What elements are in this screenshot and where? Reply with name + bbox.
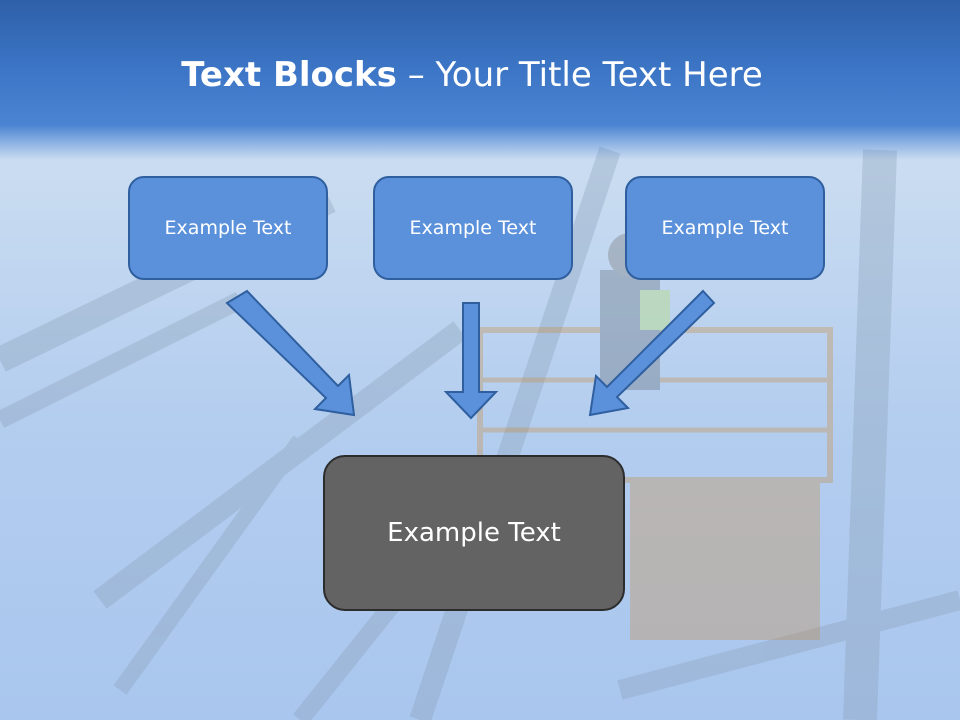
title-bold: Text Blocks (181, 55, 397, 95)
text-block-left[interactable]: Example Text (128, 176, 328, 280)
text-block-label: Example Text (409, 217, 537, 239)
title-rest: Your Title Text Here (435, 55, 763, 95)
text-block-center[interactable]: Example Text (373, 176, 573, 280)
title-dash: – (396, 55, 436, 95)
header-band (0, 0, 960, 160)
text-block-right[interactable]: Example Text (625, 176, 825, 280)
page-title: Text Blocks – Your Title Text Here (0, 52, 944, 98)
text-block-label: Example Text (164, 217, 292, 239)
main-text-block-label: Example Text (387, 518, 561, 548)
arrow-left (225, 289, 356, 417)
text-block-label: Example Text (661, 217, 789, 239)
arrow-right (588, 289, 716, 417)
arrow-center (443, 302, 499, 420)
main-text-block[interactable]: Example Text (323, 455, 625, 611)
